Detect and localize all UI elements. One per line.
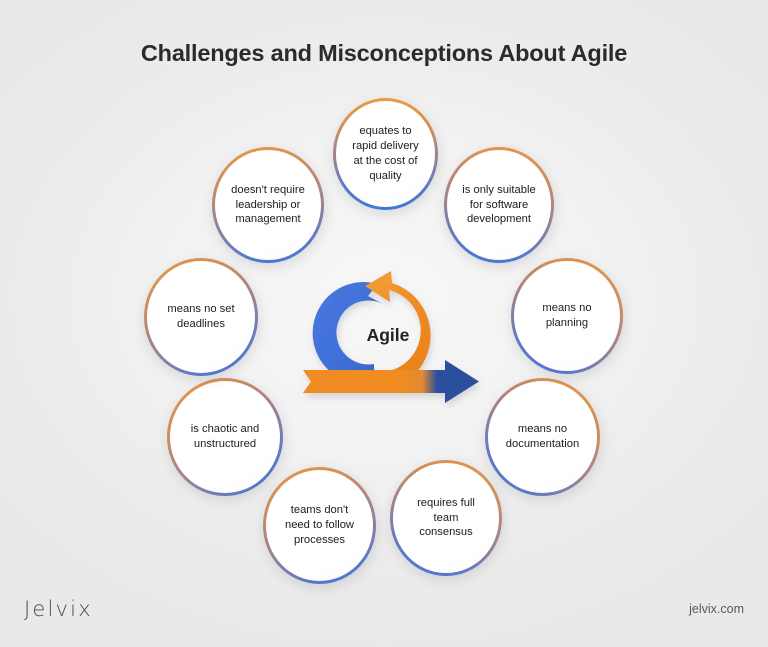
node-requires-full-team-consensus[interactable]: requires full team consensus [390, 460, 502, 576]
node-body: equates to rapid delivery at the cost of… [336, 101, 435, 207]
page-title: Challenges and Misconceptions About Agil… [140, 40, 628, 66]
node-body: doesn't require leadership or management [215, 150, 321, 260]
node-means-no-planning[interactable]: means no planning [511, 258, 623, 374]
agile-cycle-graphic: Agile [295, 252, 490, 417]
node-body: is only suitable for software developmen… [447, 150, 551, 260]
node-body: means no planning [514, 261, 620, 371]
node-body: requires full team consensus [393, 463, 499, 573]
jelvix-url: jelvix.com [689, 602, 744, 616]
orange-cycle-arc [359, 271, 431, 391]
node-label: means no documentation [505, 423, 580, 450]
node-is-only-suitable-for-software-development[interactable]: is only suitable for software developmen… [444, 147, 554, 263]
node-means-no-set-deadlines[interactable]: means no set deadlines [144, 258, 258, 376]
node-equates-to-rapid-delivery[interactable]: equates to rapid delivery at the cost of… [333, 98, 438, 210]
bottom-flow-arrow [303, 360, 479, 403]
node-means-no-documentation[interactable]: means no documentation [485, 378, 600, 496]
node-body: teams don't need to follow processes [266, 470, 373, 581]
node-label: is only suitable for software developmen… [462, 183, 536, 226]
node-label: means no set deadlines [167, 303, 235, 330]
node-label: requires full team consensus [417, 496, 475, 539]
node-body: means no set deadlines [147, 261, 255, 373]
node-body: means no documentation [488, 381, 597, 493]
node-label: teams don't need to follow processes [284, 504, 355, 546]
node-label: doesn't require leadership or management [231, 183, 305, 226]
node-body: is chaotic and unstructured [170, 381, 280, 493]
blue-cycle-arc [312, 274, 389, 385]
jelvix-logo: Jelvix [24, 597, 93, 621]
node-label: means no planning [542, 302, 592, 329]
node-doesnt-require-leadership-or-management[interactable]: doesn't require leadership or management [212, 147, 324, 263]
node-is-chaotic-and-unstructured[interactable]: is chaotic and unstructured [167, 378, 283, 496]
node-label: equates to rapid delivery at the cost of… [352, 125, 419, 182]
node-label: is chaotic and unstructured [190, 423, 260, 450]
node-teams-dont-need-to-follow-processes[interactable]: teams don't need to follow processes [263, 467, 376, 584]
